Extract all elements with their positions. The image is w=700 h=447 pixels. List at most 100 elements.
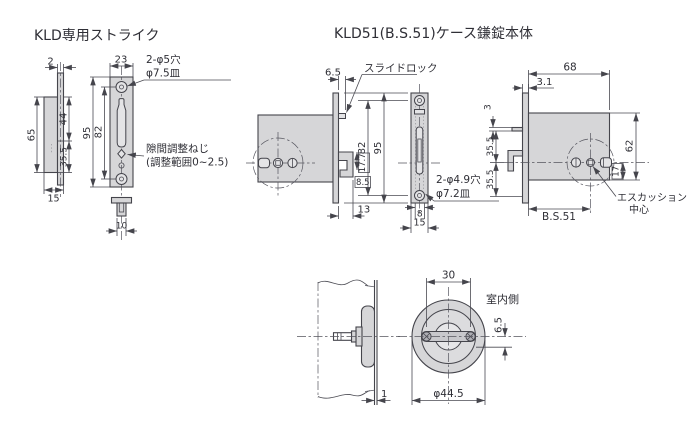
- hook-bolt: [337, 151, 354, 178]
- strike-side-view: [43, 62, 65, 197]
- strike-screw-hole-bottom: [115, 173, 128, 185]
- strike-tab-stem: [116, 202, 127, 217]
- dim-back-width-68: 68: [528, 62, 610, 110]
- svg-text:82: 82: [94, 126, 105, 139]
- lock-side-view: 8 15 2-φ4.9穴 φ7.2皿: [398, 84, 499, 233]
- faceplate-screw-bottom: [414, 190, 425, 201]
- slide-lock-slot: [414, 109, 425, 115]
- svg-text:62: 62: [625, 140, 636, 153]
- spindle-slot: [258, 157, 270, 169]
- dim-backset-bs51: B.S.51: [528, 203, 591, 223]
- dim-turn-offset-6-5: 6.5: [476, 317, 512, 361]
- svg-text:B.S.51: B.S.51: [542, 211, 576, 223]
- dim-strike-height-95: 95: [82, 76, 110, 188]
- svg-text:10: 10: [116, 222, 128, 232]
- room-side-label: 室内側: [486, 292, 519, 306]
- slide-lock-note: スライドロック: [346, 63, 438, 113]
- svg-text:8.5: 8.5: [356, 178, 370, 188]
- strike-adjust-note: 隙間調整ねじ (調整範囲0~2.5): [127, 142, 228, 169]
- thumbturn-front-view: 30 室内側 6.5 φ44.5: [398, 270, 526, 405]
- svg-text:φ7.5皿: φ7.5皿: [146, 68, 181, 80]
- thumbturn-side-view: 1: [297, 279, 400, 405]
- svg-text:95: 95: [373, 142, 384, 155]
- strike-title: KLD専用ストライク: [34, 28, 159, 44]
- lock-faceplate-edge: [332, 92, 340, 204]
- svg-text:95: 95: [82, 127, 93, 140]
- door-break-top: [317, 279, 369, 287]
- lock-front-view: 6.5 スライドロック 82 95 17.7 8.5: [246, 63, 438, 219]
- strike-holes-note: 2-φ5穴 φ7.5皿: [127, 53, 231, 87]
- dim-back-tab-3: 3: [484, 104, 512, 143]
- svg-text:44: 44: [59, 113, 70, 126]
- svg-text:6.5: 6.5: [325, 68, 341, 79]
- svg-text:3: 3: [484, 104, 494, 110]
- dim-plate-1: 1: [361, 389, 391, 404]
- dim-back-center-17: 17: [611, 162, 626, 180]
- svg-text:2-φ4.9穴: 2-φ4.9穴: [436, 173, 481, 186]
- svg-text:15: 15: [413, 218, 425, 229]
- dim-lock-bottom-13: 13: [327, 180, 370, 219]
- strike-small-hole: [118, 162, 125, 169]
- dim-strike-width-23: 23: [109, 55, 134, 77]
- svg-text:隙間調整ねじ: 隙間調整ねじ: [146, 142, 209, 155]
- dim-hook-17-7: 17.7: [354, 152, 370, 173]
- door-break-bottom: [317, 390, 371, 399]
- slide-lock-tab: [338, 113, 346, 119]
- case-body-back: [527, 112, 611, 181]
- dim-back-lower-35-5: 35.5: [486, 162, 523, 197]
- dim-case-8: 8: [405, 203, 435, 220]
- spindle-slot-back: [600, 157, 612, 168]
- svg-text:82: 82: [357, 142, 368, 155]
- svg-text:8: 8: [417, 210, 423, 220]
- svg-text:13: 13: [358, 205, 371, 216]
- svg-text:17: 17: [611, 166, 621, 177]
- dim-plate-15: 15: [400, 203, 439, 233]
- svg-text:30: 30: [442, 270, 455, 282]
- escutcheon-center-note: エスカッション 中心: [592, 166, 687, 216]
- strike-drawing: 2 65 44 35.5 15: [27, 53, 231, 240]
- svg-text:1: 1: [381, 389, 387, 400]
- dim-turn-pitch-30: 30: [426, 270, 471, 327]
- svg-text:φ7.2皿: φ7.2皿: [436, 188, 471, 200]
- svg-text:エスカッション: エスカッション: [617, 192, 687, 204]
- center-screw-hole: [272, 157, 284, 169]
- dim-strike-lip-2: 2: [45, 57, 76, 73]
- svg-text:35.5: 35.5: [60, 147, 70, 167]
- lock-case-body: [257, 114, 334, 183]
- dim-back-plate-3-1: 3.1: [512, 77, 554, 93]
- strike-screw-hole-top: [115, 81, 128, 93]
- faceplate-screw-top: [414, 95, 425, 106]
- dim-strike-lower-35-5: 35.5: [58, 141, 72, 173]
- dim-back-height-62: 62: [609, 112, 640, 181]
- dim-lock-offset-6-5: 6.5: [325, 68, 356, 110]
- svg-text:65: 65: [27, 129, 38, 142]
- strike-body: [43, 96, 59, 174]
- faceplate-edge-back: [521, 92, 530, 204]
- trigger-tab: [511, 126, 524, 132]
- svg-text:35.5: 35.5: [486, 169, 496, 189]
- gap-adjust-screw: [117, 148, 126, 159]
- dim-strike-body-65: 65: [27, 96, 44, 173]
- svg-text:17.7: 17.7: [358, 153, 368, 172]
- svg-text:φ44.5: φ44.5: [433, 388, 463, 400]
- strike-latch-slot: [116, 98, 127, 148]
- svg-text:35.5: 35.5: [486, 136, 496, 156]
- svg-text:68: 68: [563, 62, 576, 74]
- svg-text:23: 23: [115, 55, 128, 66]
- hook-bolt-back: [507, 149, 524, 172]
- svg-text:15: 15: [47, 194, 59, 205]
- svg-text:2-φ5穴: 2-φ5穴: [146, 53, 181, 66]
- hook-opening: [415, 126, 424, 175]
- svg-text:6.5: 6.5: [494, 317, 505, 333]
- dim-strike-pitch-82: 82: [94, 86, 116, 180]
- lock-back-view: 68 3.1 3 35.5 35.5: [484, 62, 688, 224]
- lock-holes-note: 2-φ4.9穴 φ7.2皿: [425, 173, 499, 202]
- center-screw-hole-back: [586, 158, 595, 167]
- dim-strike-depth-15: 15: [43, 172, 64, 205]
- strike-front-view: [109, 66, 134, 240]
- dim-hook-8-5: 8.5: [354, 176, 371, 188]
- dim-back-upper-35-5: 35.5: [486, 131, 504, 163]
- svg-text:(調整範囲0~2.5): (調整範囲0~2.5): [146, 156, 228, 169]
